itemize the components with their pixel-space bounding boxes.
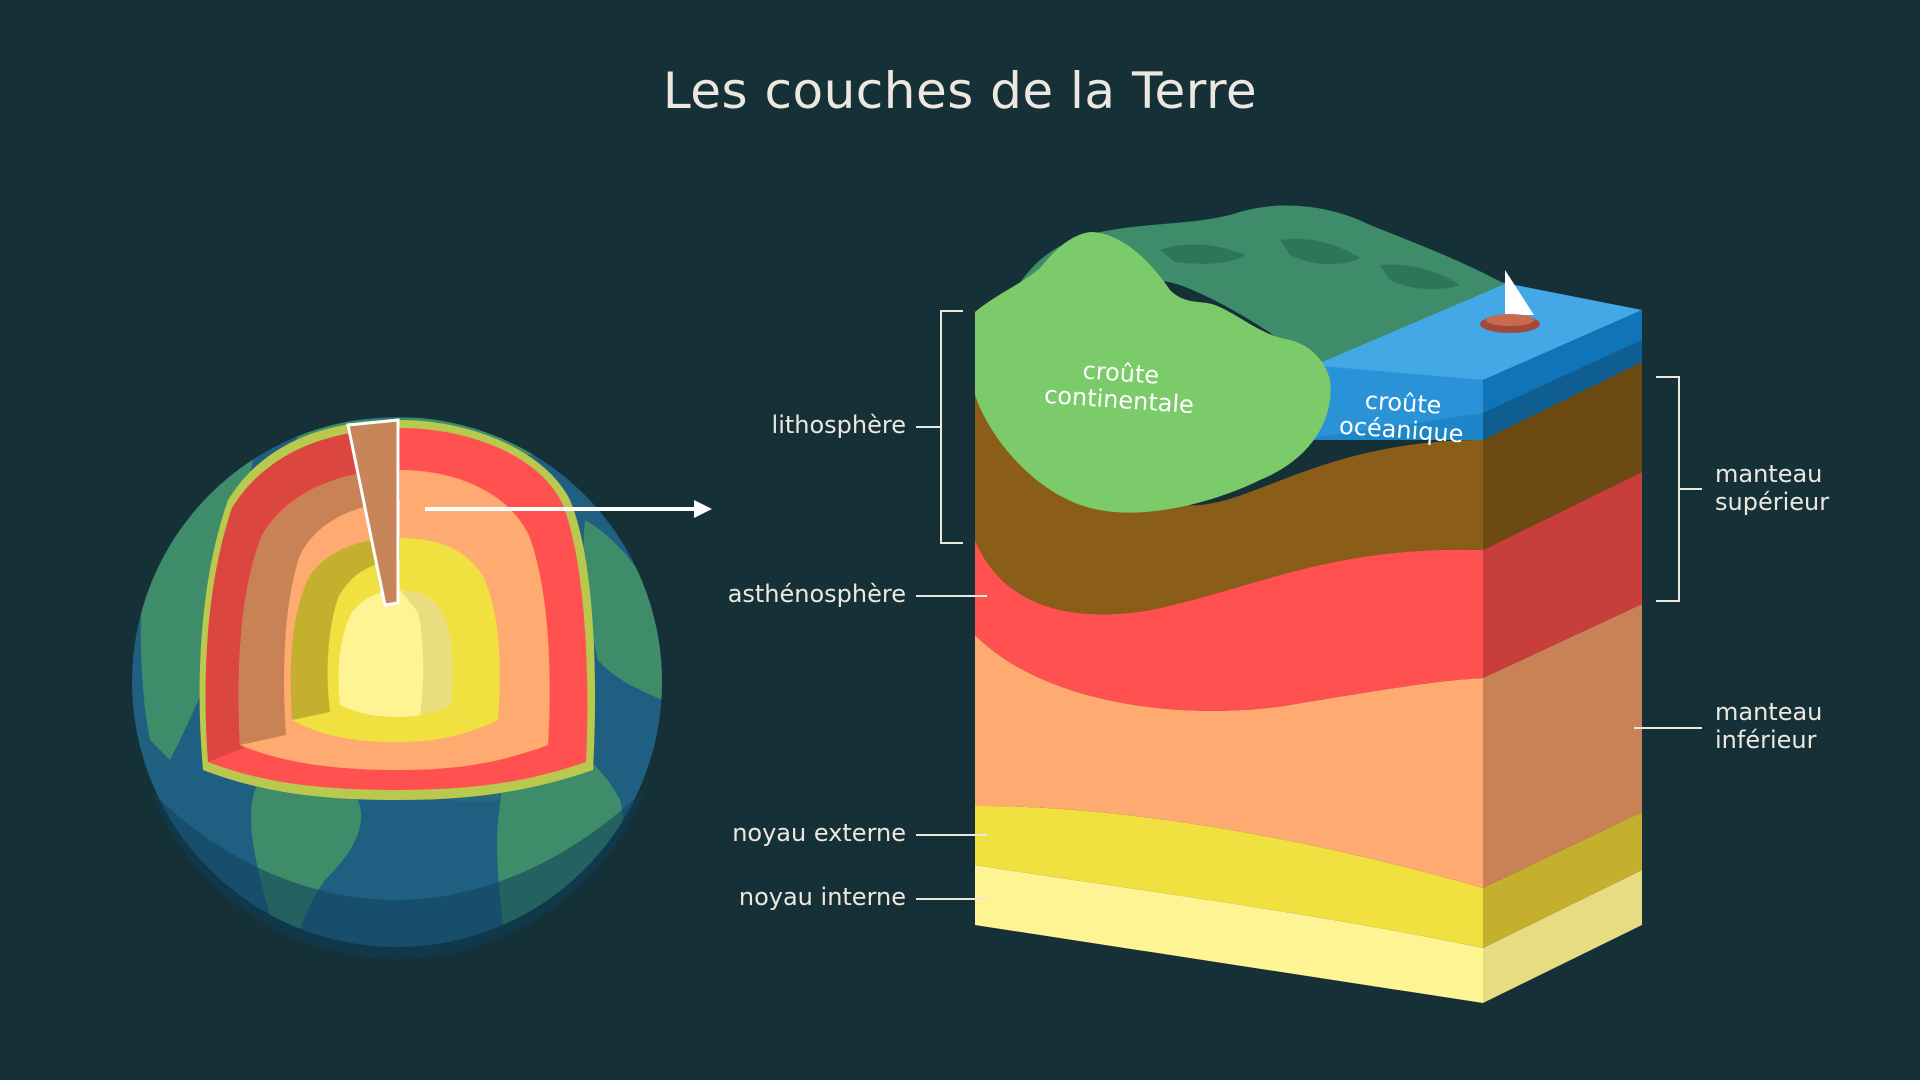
front-inner-core [975, 865, 1483, 1003]
front-asthenosphere [975, 540, 1483, 711]
boat-icon [1480, 270, 1540, 333]
continental-crust-block [975, 232, 1331, 513]
ocean-surface [1300, 282, 1642, 380]
layers-block [975, 205, 1642, 1003]
label-lower-mantle: manteau inférieur [1715, 698, 1822, 754]
globe-section-wedge [346, 418, 400, 607]
upper-mantle-bracket [1656, 376, 1680, 602]
side-asthenosphere [1483, 472, 1642, 678]
label-upper-mantle-line2: supérieur [1715, 488, 1830, 516]
label-continental-crust: croûte continentale [1043, 355, 1196, 419]
label-leaders [916, 310, 1702, 900]
side-oceanic-crust [1483, 340, 1642, 440]
label-lower-mantle-line1: manteau [1715, 698, 1823, 726]
side-outer-core [1483, 812, 1642, 948]
side-lower-mantle [1483, 604, 1642, 888]
label-lithosphere: lithosphère [771, 411, 906, 439]
side-inner-core [1483, 870, 1642, 1003]
label-oceanic-crust: croûte océanique [1338, 386, 1466, 448]
label-upper-mantle-line1: manteau [1715, 460, 1823, 488]
label-asthenosphere: asthénosphère [727, 580, 906, 608]
front-lower-mantle [975, 635, 1483, 888]
front-upper-mantle [975, 395, 1483, 615]
label-lower-mantle-line2: inférieur [1715, 726, 1817, 754]
side-ocean [1483, 310, 1642, 413]
label-outer-core: noyau externe [732, 819, 906, 847]
earth-globe [132, 417, 712, 959]
side-upper-mantle [1483, 362, 1642, 550]
lithosphere-bracket [940, 310, 963, 544]
label-upper-mantle: manteau supérieur [1715, 460, 1829, 516]
label-inner-core: noyau interne [738, 883, 906, 911]
front-outer-core [975, 805, 1483, 948]
back-landmass [1010, 205, 1505, 365]
page-title: Les couches de la Terre [662, 62, 1258, 120]
